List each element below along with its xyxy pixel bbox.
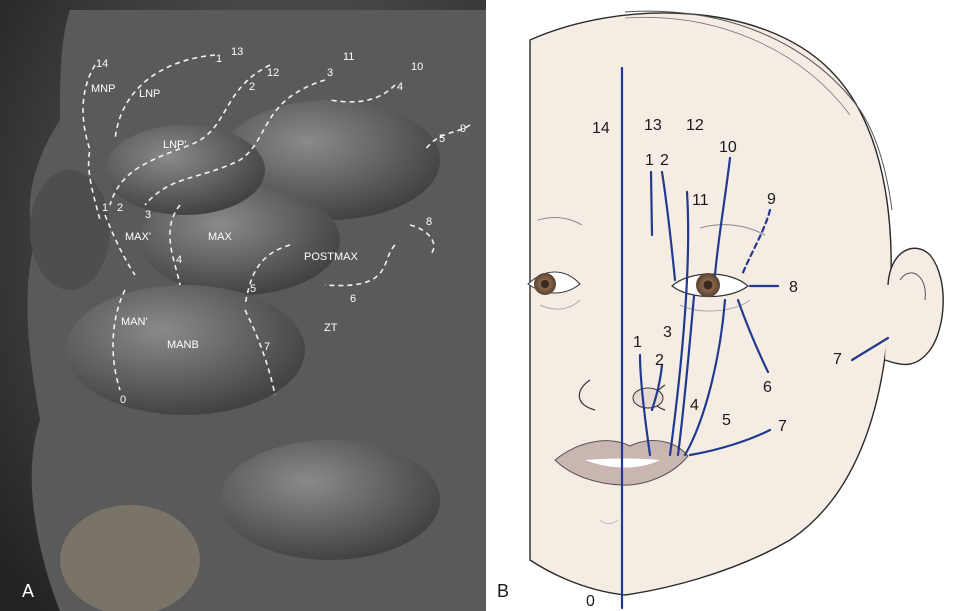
debris [60, 505, 200, 611]
panel-a-letter: A [22, 581, 34, 601]
a-label-0: 0 [120, 394, 126, 406]
panel-b: 14 13 12 1 2 10 11 9 8 6 7 7 5 4 3 2 1 0… [486, 0, 955, 611]
b-label-4: 4 [690, 397, 699, 414]
a-label-7: 7 [264, 341, 270, 353]
a-label-8: 8 [426, 216, 432, 228]
a-label-1-mid: 1 [102, 202, 108, 214]
a-label-12: 12 [267, 67, 279, 79]
a-label-2-top: 2 [249, 81, 255, 93]
b-label-1-top: 1 [645, 152, 654, 169]
a-label-6: 6 [350, 293, 356, 305]
b-label-2-nose: 2 [655, 352, 664, 369]
b-line-1-top [651, 172, 652, 235]
b-label-5: 5 [722, 412, 731, 429]
midline-swelling [30, 170, 110, 290]
a-label-10: 10 [411, 61, 423, 73]
b-label-10: 10 [719, 139, 737, 156]
a-label-5-mid: 5 [250, 283, 256, 295]
b-label-0: 0 [586, 593, 595, 610]
b-label-6: 6 [763, 379, 772, 396]
b-label-11: 11 [692, 192, 709, 209]
a-label-lnp-prime: LNP' [163, 139, 187, 151]
a-label-zt: ZT [324, 322, 338, 334]
b-label-8: 8 [789, 279, 798, 296]
a-label-4-top: 4 [397, 81, 403, 93]
a-label-mnp: MNP [91, 83, 115, 95]
a-label-postmax: POSTMAX [304, 251, 358, 263]
left-iris [534, 273, 556, 295]
b-label-3: 3 [663, 324, 672, 341]
right-iris [696, 273, 720, 297]
a-label-3-mid: 3 [145, 209, 151, 221]
ear-swelling [220, 440, 440, 560]
a-label-1-top: 1 [216, 53, 222, 65]
a-label-max-prime: MAX' [125, 231, 151, 243]
a-label-manb: MANB [167, 339, 199, 351]
b-label-13: 13 [644, 117, 662, 134]
a-label-2-mid: 2 [117, 202, 123, 214]
b-label-1-nose: 1 [633, 334, 642, 351]
a-label-11: 11 [343, 51, 354, 63]
a-label-9: 9 [460, 123, 466, 135]
b-label-7-mouth: 7 [778, 418, 787, 435]
a-label-man-prime: MAN' [121, 316, 148, 328]
nasal-ala [633, 388, 663, 408]
b-label-7-ear: 7 [833, 351, 842, 368]
b-label-9: 9 [767, 191, 776, 208]
b-label-2-top: 2 [660, 152, 669, 169]
a-label-13: 13 [231, 46, 243, 58]
a-label-3-top: 3 [327, 67, 333, 79]
a-label-5-top: 5 [439, 133, 445, 145]
panel-b-letter: B [497, 581, 509, 601]
a-label-max: MAX [208, 231, 233, 243]
a-label-14: 14 [96, 58, 108, 70]
panel-a: 14 MNP LNP 1 13 12 2 3 11 10 4 5 9 LNP' … [0, 0, 486, 611]
a-label-4-mid: 4 [176, 254, 182, 266]
a-label-lnp: LNP [139, 88, 160, 100]
b-label-14: 14 [592, 120, 610, 137]
b-label-12: 12 [686, 117, 704, 134]
